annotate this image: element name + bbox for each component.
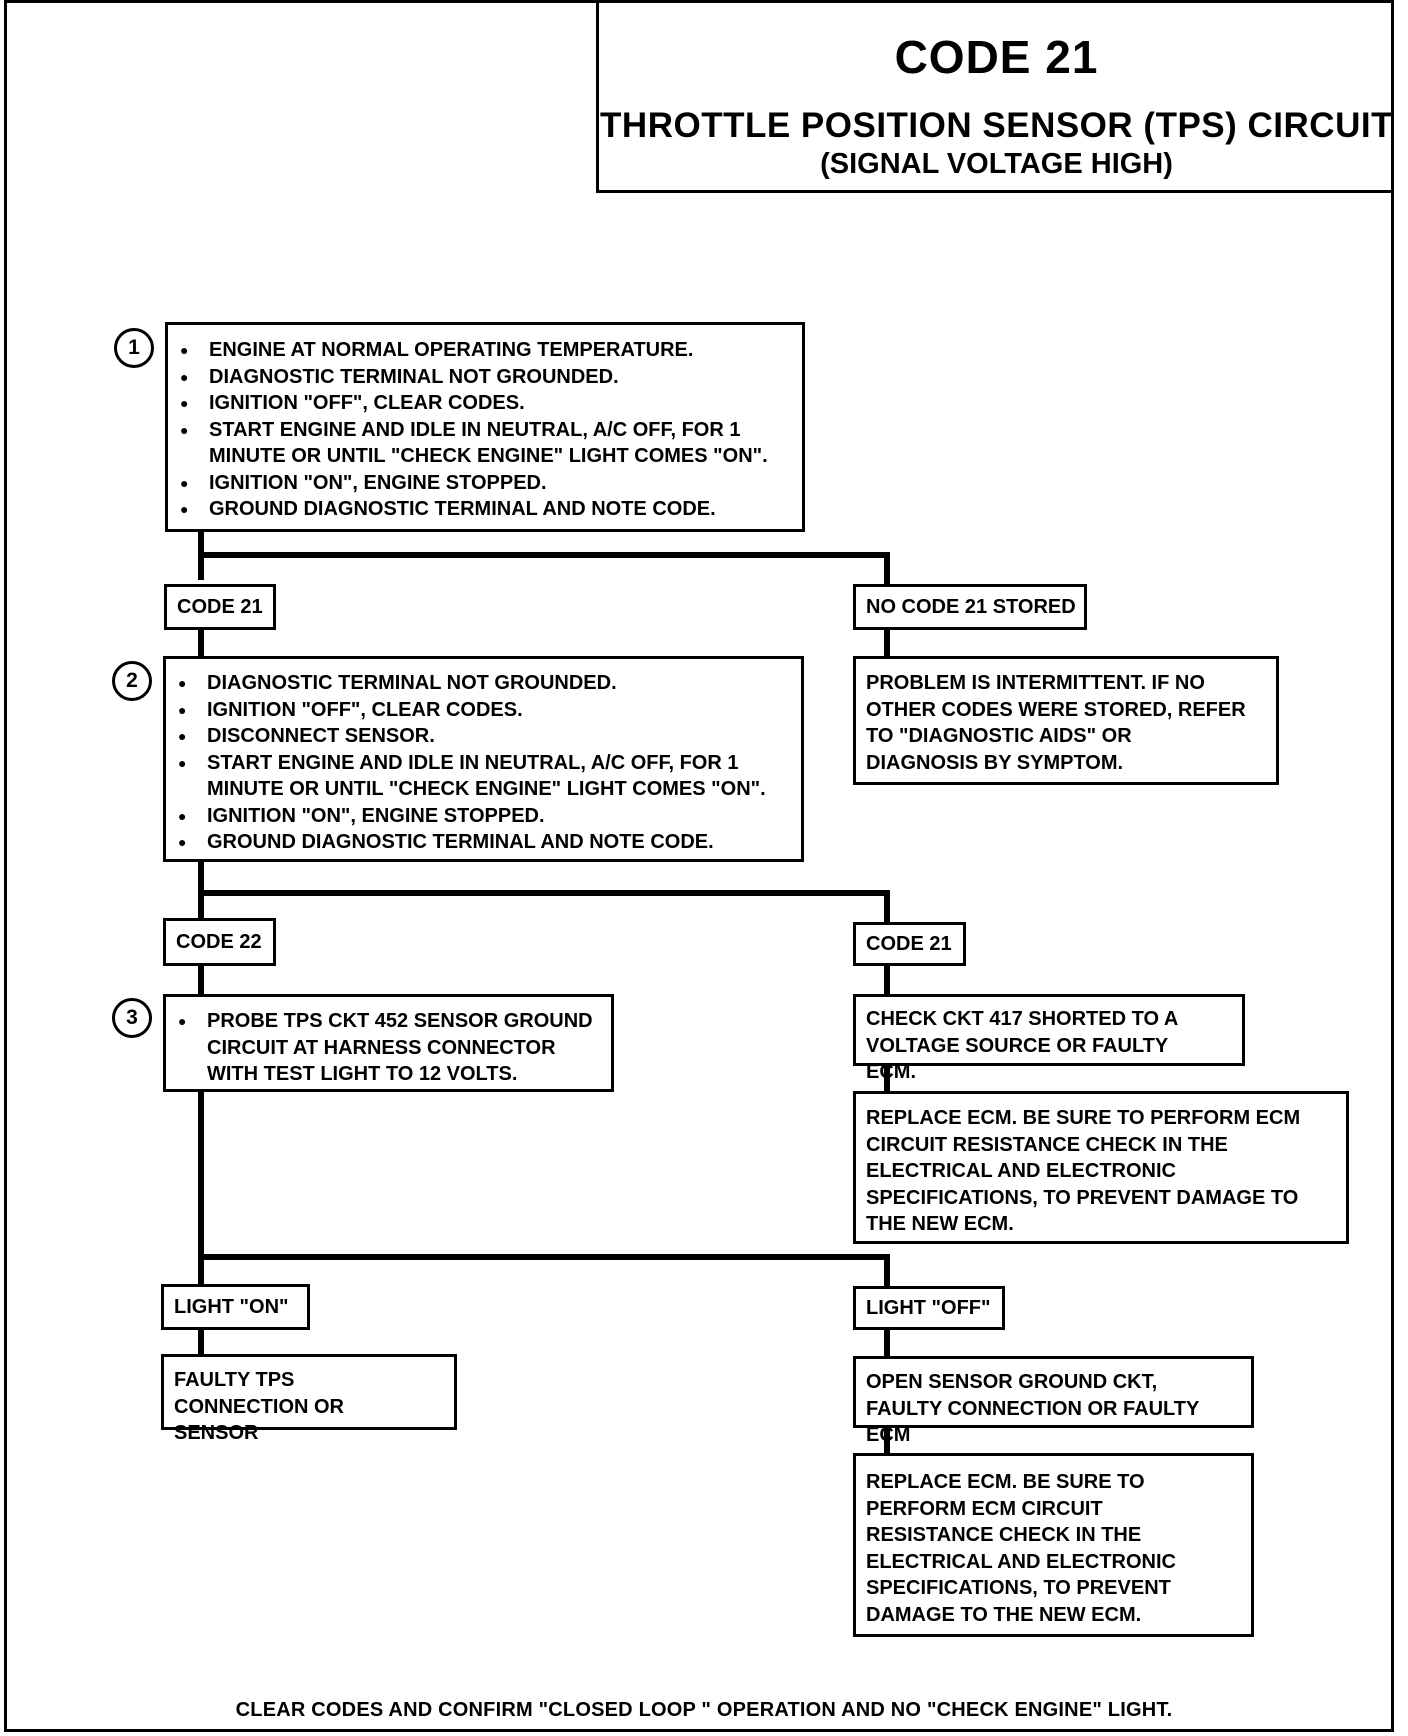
footer-instruction: CLEAR CODES AND CONFIRM "CLOSED LOOP " O… — [235, 1699, 1173, 1721]
page-subtitle: THROTTLE POSITION SENSOR (TPS) CIRCUIT — [600, 106, 1393, 145]
step-number-2: 2 — [112, 661, 152, 701]
branch-light-on-label: LIGHT "ON" — [161, 1284, 310, 1330]
step-2-item: DISCONNECT SENSOR. — [166, 723, 783, 750]
replace-ecm-box-2: REPLACE ECM. BE SURE TO PERFORM ECM CIRC… — [853, 1453, 1254, 1637]
step-number-1: 1 — [114, 328, 154, 368]
step-1-item: START ENGINE AND IDLE IN NEUTRAL, A/C OF… — [168, 417, 784, 470]
replace-ecm-text-1: REPLACE ECM. BE SURE TO PERFORM ECM CIRC… — [866, 1107, 1301, 1235]
faulty-tps-result-box: FAULTY TPS CONNECTION OR SENSOR — [161, 1354, 457, 1444]
page-frame — [4, 0, 1394, 1732]
connector-line — [884, 966, 890, 994]
step-1-item: ENGINE AT NORMAL OPERATING TEMPERATURE. — [168, 337, 784, 364]
replace-ecm-text-2: REPLACE ECM. BE SURE TO PERFORM ECM CIRC… — [866, 1471, 1176, 1626]
replace-ecm-box-1: REPLACE ECM. BE SURE TO PERFORM ECM CIRC… — [853, 1091, 1349, 1244]
connector-line — [198, 630, 204, 656]
connector-line — [198, 552, 890, 558]
step-2-item: IGNITION "ON", ENGINE STOPPED. — [166, 803, 783, 830]
branch-code-21-label: CODE 21 — [164, 584, 276, 630]
check-ckt-417-box: CHECK CKT 417 SHORTED TO A VOLTAGE SOURC… — [853, 994, 1245, 1083]
page-condition: (SIGNAL VOLTAGE HIGH) — [820, 148, 1173, 180]
connector-line — [198, 1254, 890, 1260]
page-title: CODE 21 — [894, 31, 1099, 83]
connector-line — [198, 1092, 204, 1284]
step-1-box: ENGINE AT NORMAL OPERATING TEMPERATURE. … — [165, 322, 805, 532]
open-sensor-ground-text: OPEN SENSOR GROUND CKT, FAULTY CONNECTIO… — [866, 1371, 1199, 1446]
step-number-3: 3 — [112, 998, 152, 1038]
connector-line — [884, 630, 890, 656]
step-1-item: GROUND DIAGNOSTIC TERMINAL AND NOTE CODE… — [168, 496, 784, 523]
intermittent-result-text: PROBLEM IS INTERMITTENT. IF NO OTHER COD… — [866, 672, 1246, 774]
connector-line — [198, 890, 890, 896]
connector-line — [198, 1330, 204, 1354]
step-2-item: DIAGNOSTIC TERMINAL NOT GROUNDED. — [166, 670, 783, 697]
step-2-item: GROUND DIAGNOSTIC TERMINAL AND NOTE CODE… — [166, 829, 783, 856]
connector-line — [884, 1254, 890, 1286]
open-sensor-ground-box: OPEN SENSOR GROUND CKT, FAULTY CONNECTIO… — [853, 1356, 1254, 1446]
connector-line — [884, 1066, 890, 1091]
step-1-item: IGNITION "ON", ENGINE STOPPED. — [168, 470, 784, 497]
step-3-box: PROBE TPS CKT 452 SENSOR GROUND CIRCUIT … — [163, 994, 614, 1092]
branch-no-code-21-label: NO CODE 21 STORED — [853, 584, 1087, 630]
step-1-item: DIAGNOSTIC TERMINAL NOT GROUNDED. — [168, 364, 784, 391]
check-ckt-417-text: CHECK CKT 417 SHORTED TO A VOLTAGE SOURC… — [866, 1008, 1178, 1083]
branch-code-21-confirmed-label: CODE 21 — [853, 922, 966, 966]
step-3-item: PROBE TPS CKT 452 SENSOR GROUND CIRCUIT … — [166, 1008, 593, 1088]
step-1-item: IGNITION "OFF", CLEAR CODES. — [168, 390, 784, 417]
step-2-box: DIAGNOSTIC TERMINAL NOT GROUNDED. IGNITI… — [163, 656, 804, 862]
header-box: CODE 21 THROTTLE POSITION SENSOR (TPS) C… — [596, 0, 1394, 193]
intermittent-result-box: PROBLEM IS INTERMITTENT. IF NO OTHER COD… — [853, 656, 1279, 785]
branch-light-off-label: LIGHT "OFF" — [853, 1286, 1005, 1330]
branch-code-22-label: CODE 22 — [163, 918, 276, 966]
faulty-tps-result-text: FAULTY TPS CONNECTION OR SENSOR — [174, 1369, 344, 1444]
connector-line — [884, 552, 890, 584]
connector-line — [884, 1428, 890, 1453]
connector-line — [884, 890, 890, 922]
step-2-item: IGNITION "OFF", CLEAR CODES. — [166, 697, 783, 724]
connector-line — [198, 966, 204, 994]
connector-line — [884, 1330, 890, 1356]
step-2-item: START ENGINE AND IDLE IN NEUTRAL, A/C OF… — [166, 750, 783, 803]
